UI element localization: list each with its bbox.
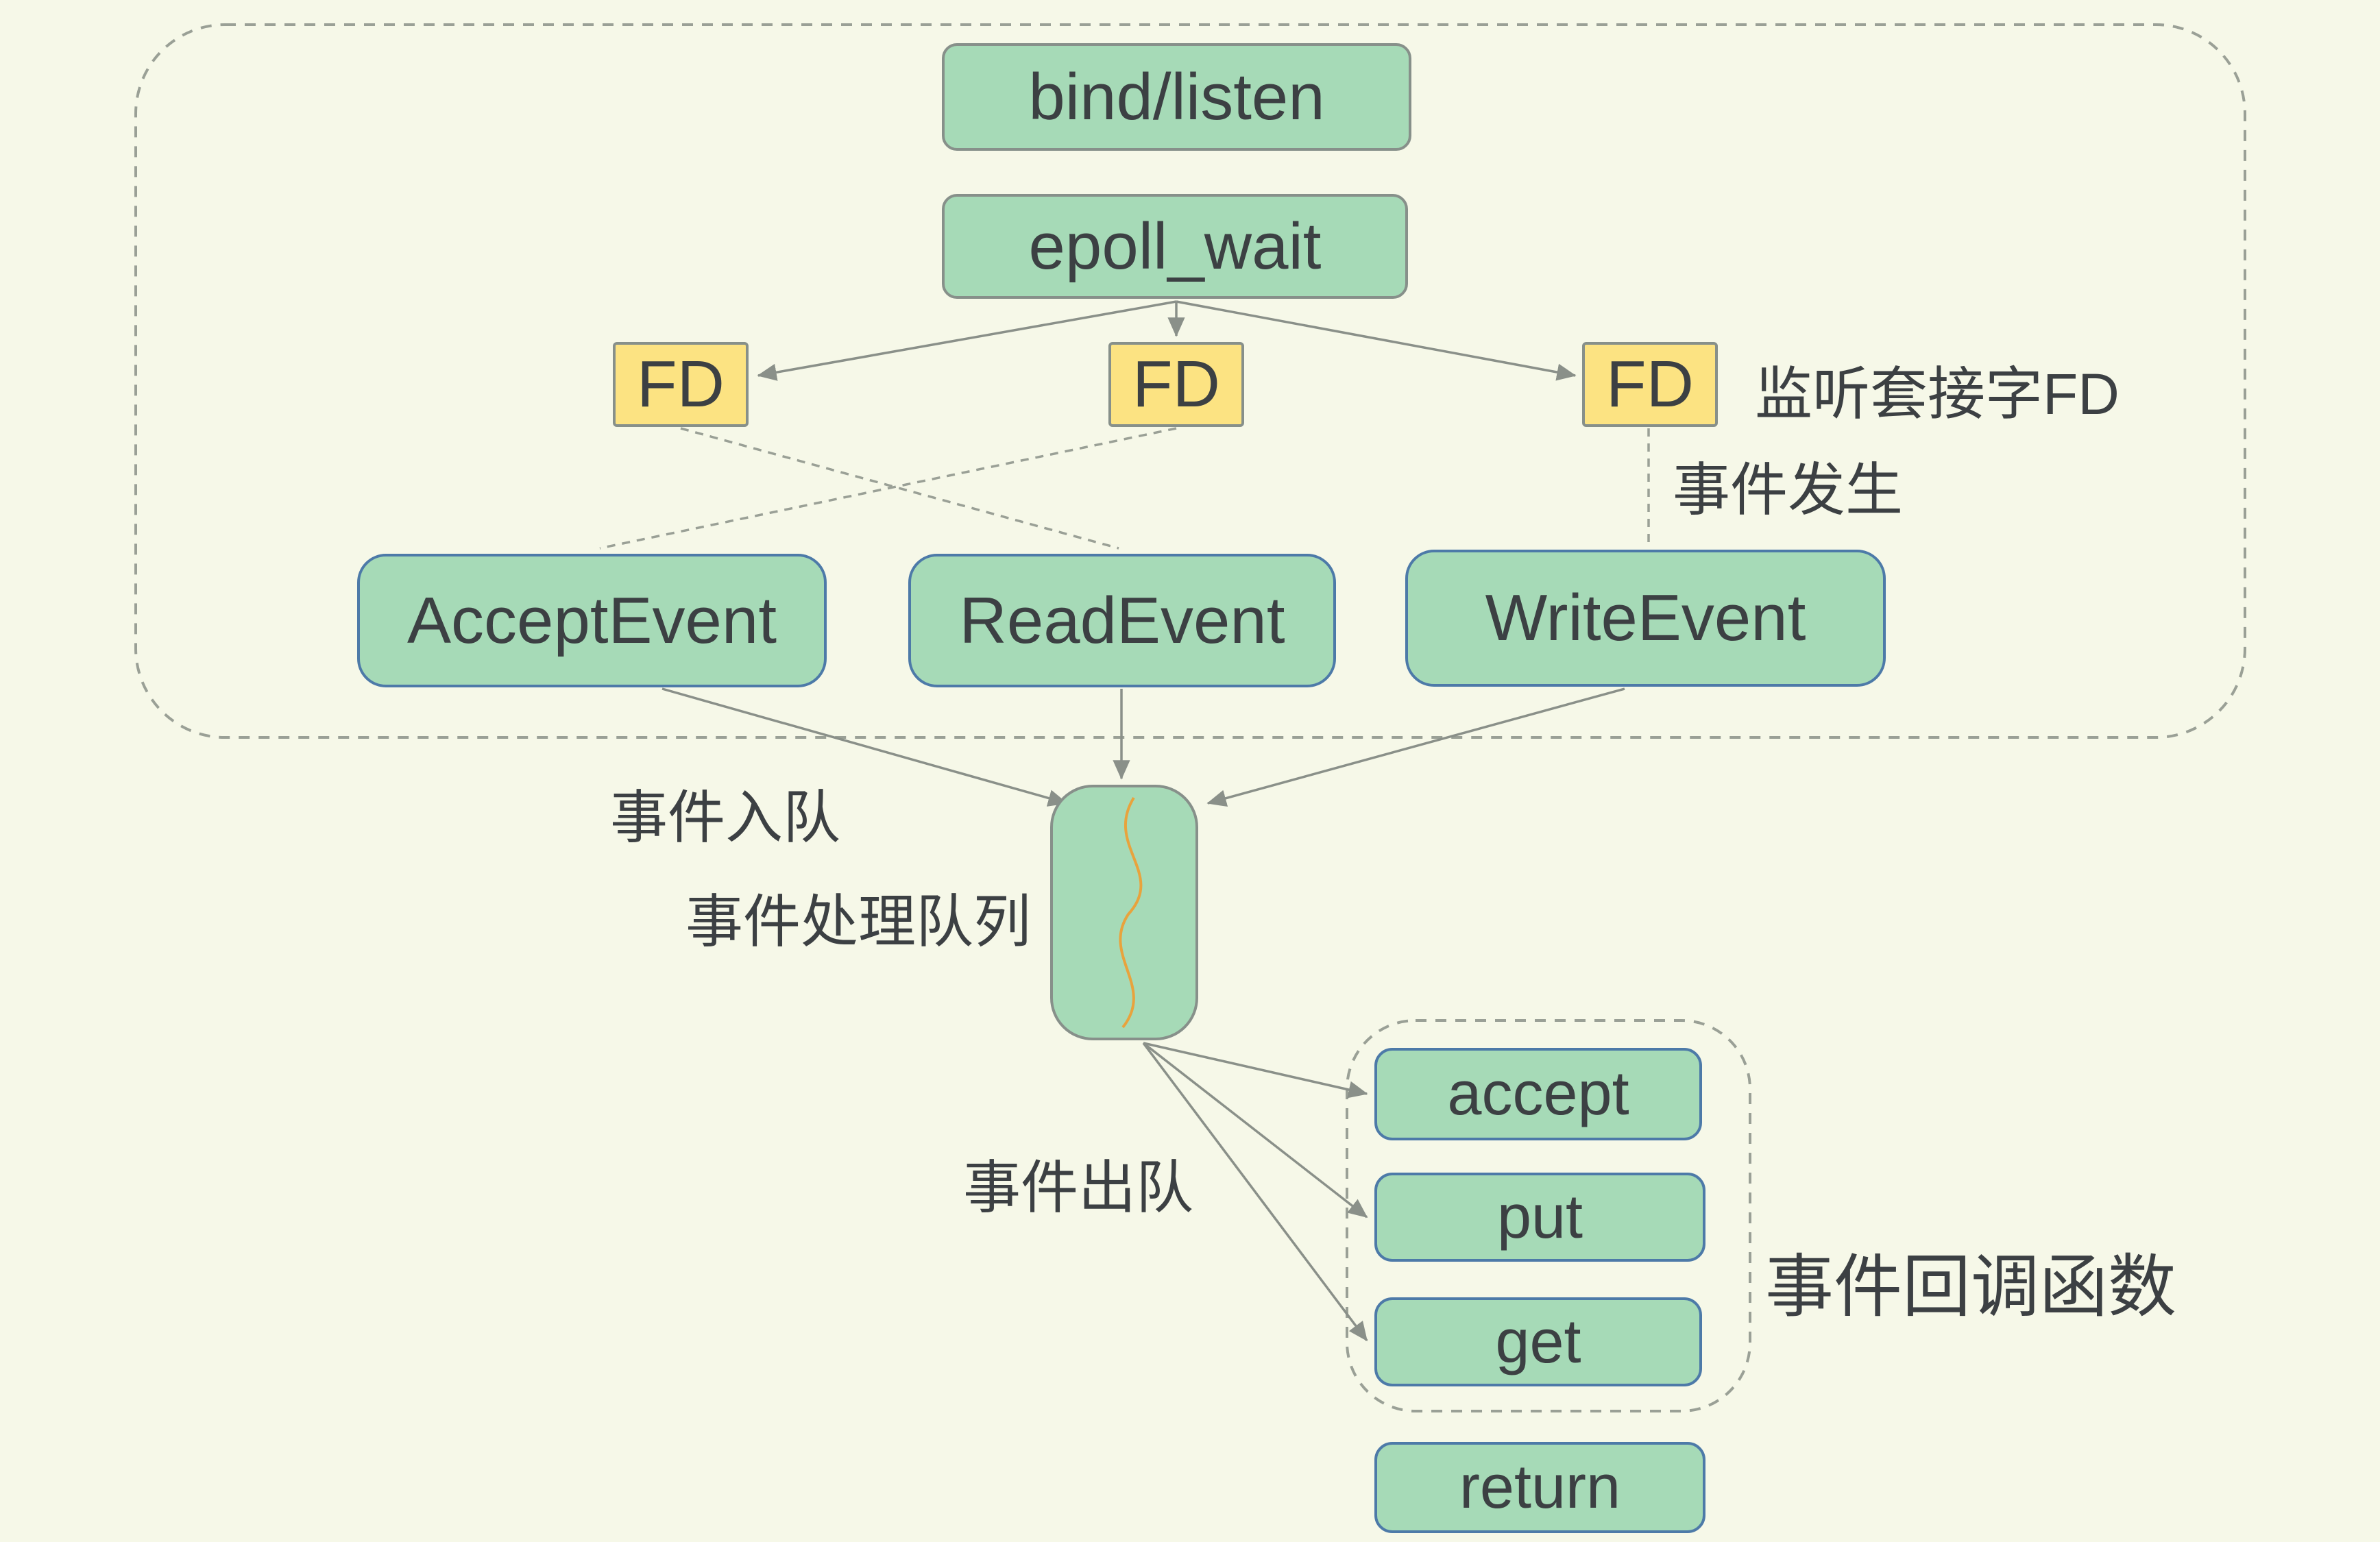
- node-get: get: [1374, 1297, 1702, 1386]
- arrows-epollwait-to-fds: [757, 300, 1577, 381]
- queue-squiggle-icon: [1119, 796, 1143, 1029]
- arrows-queue-to-callbacks: [1142, 1042, 1368, 1342]
- label-event-occurs: 事件发生: [1673, 458, 1904, 522]
- node-read-event: ReadEvent: [908, 554, 1336, 687]
- node-put: put: [1374, 1173, 1705, 1262]
- label-listen-socket-fd: 监听套接字FD: [1755, 362, 2120, 426]
- node-fd-1: FD: [613, 342, 749, 427]
- node-fd-3: FD: [1582, 342, 1718, 427]
- node-accept-event: AcceptEvent: [357, 554, 827, 687]
- dashed-links-fd-to-events: [599, 427, 1650, 550]
- label-event-queue: 事件处理队列: [685, 890, 1032, 954]
- node-bind-listen: bind/listen: [942, 43, 1411, 151]
- arrows-events-to-queue: [661, 687, 1625, 807]
- node-epoll-wait: epoll_wait: [942, 194, 1408, 299]
- node-accept: accept: [1374, 1048, 1702, 1140]
- label-event-callbacks: 事件回调函数: [1765, 1249, 2176, 1325]
- node-write-event: WriteEvent: [1405, 550, 1886, 687]
- node-event-queue: [1050, 785, 1198, 1040]
- node-return: return: [1374, 1442, 1705, 1533]
- label-event-enqueue: 事件入队: [610, 785, 841, 850]
- node-fd-2: FD: [1108, 342, 1244, 427]
- label-event-dequeue: 事件出队: [963, 1155, 1194, 1220]
- callback-region-dashed-border: [1346, 1019, 1751, 1412]
